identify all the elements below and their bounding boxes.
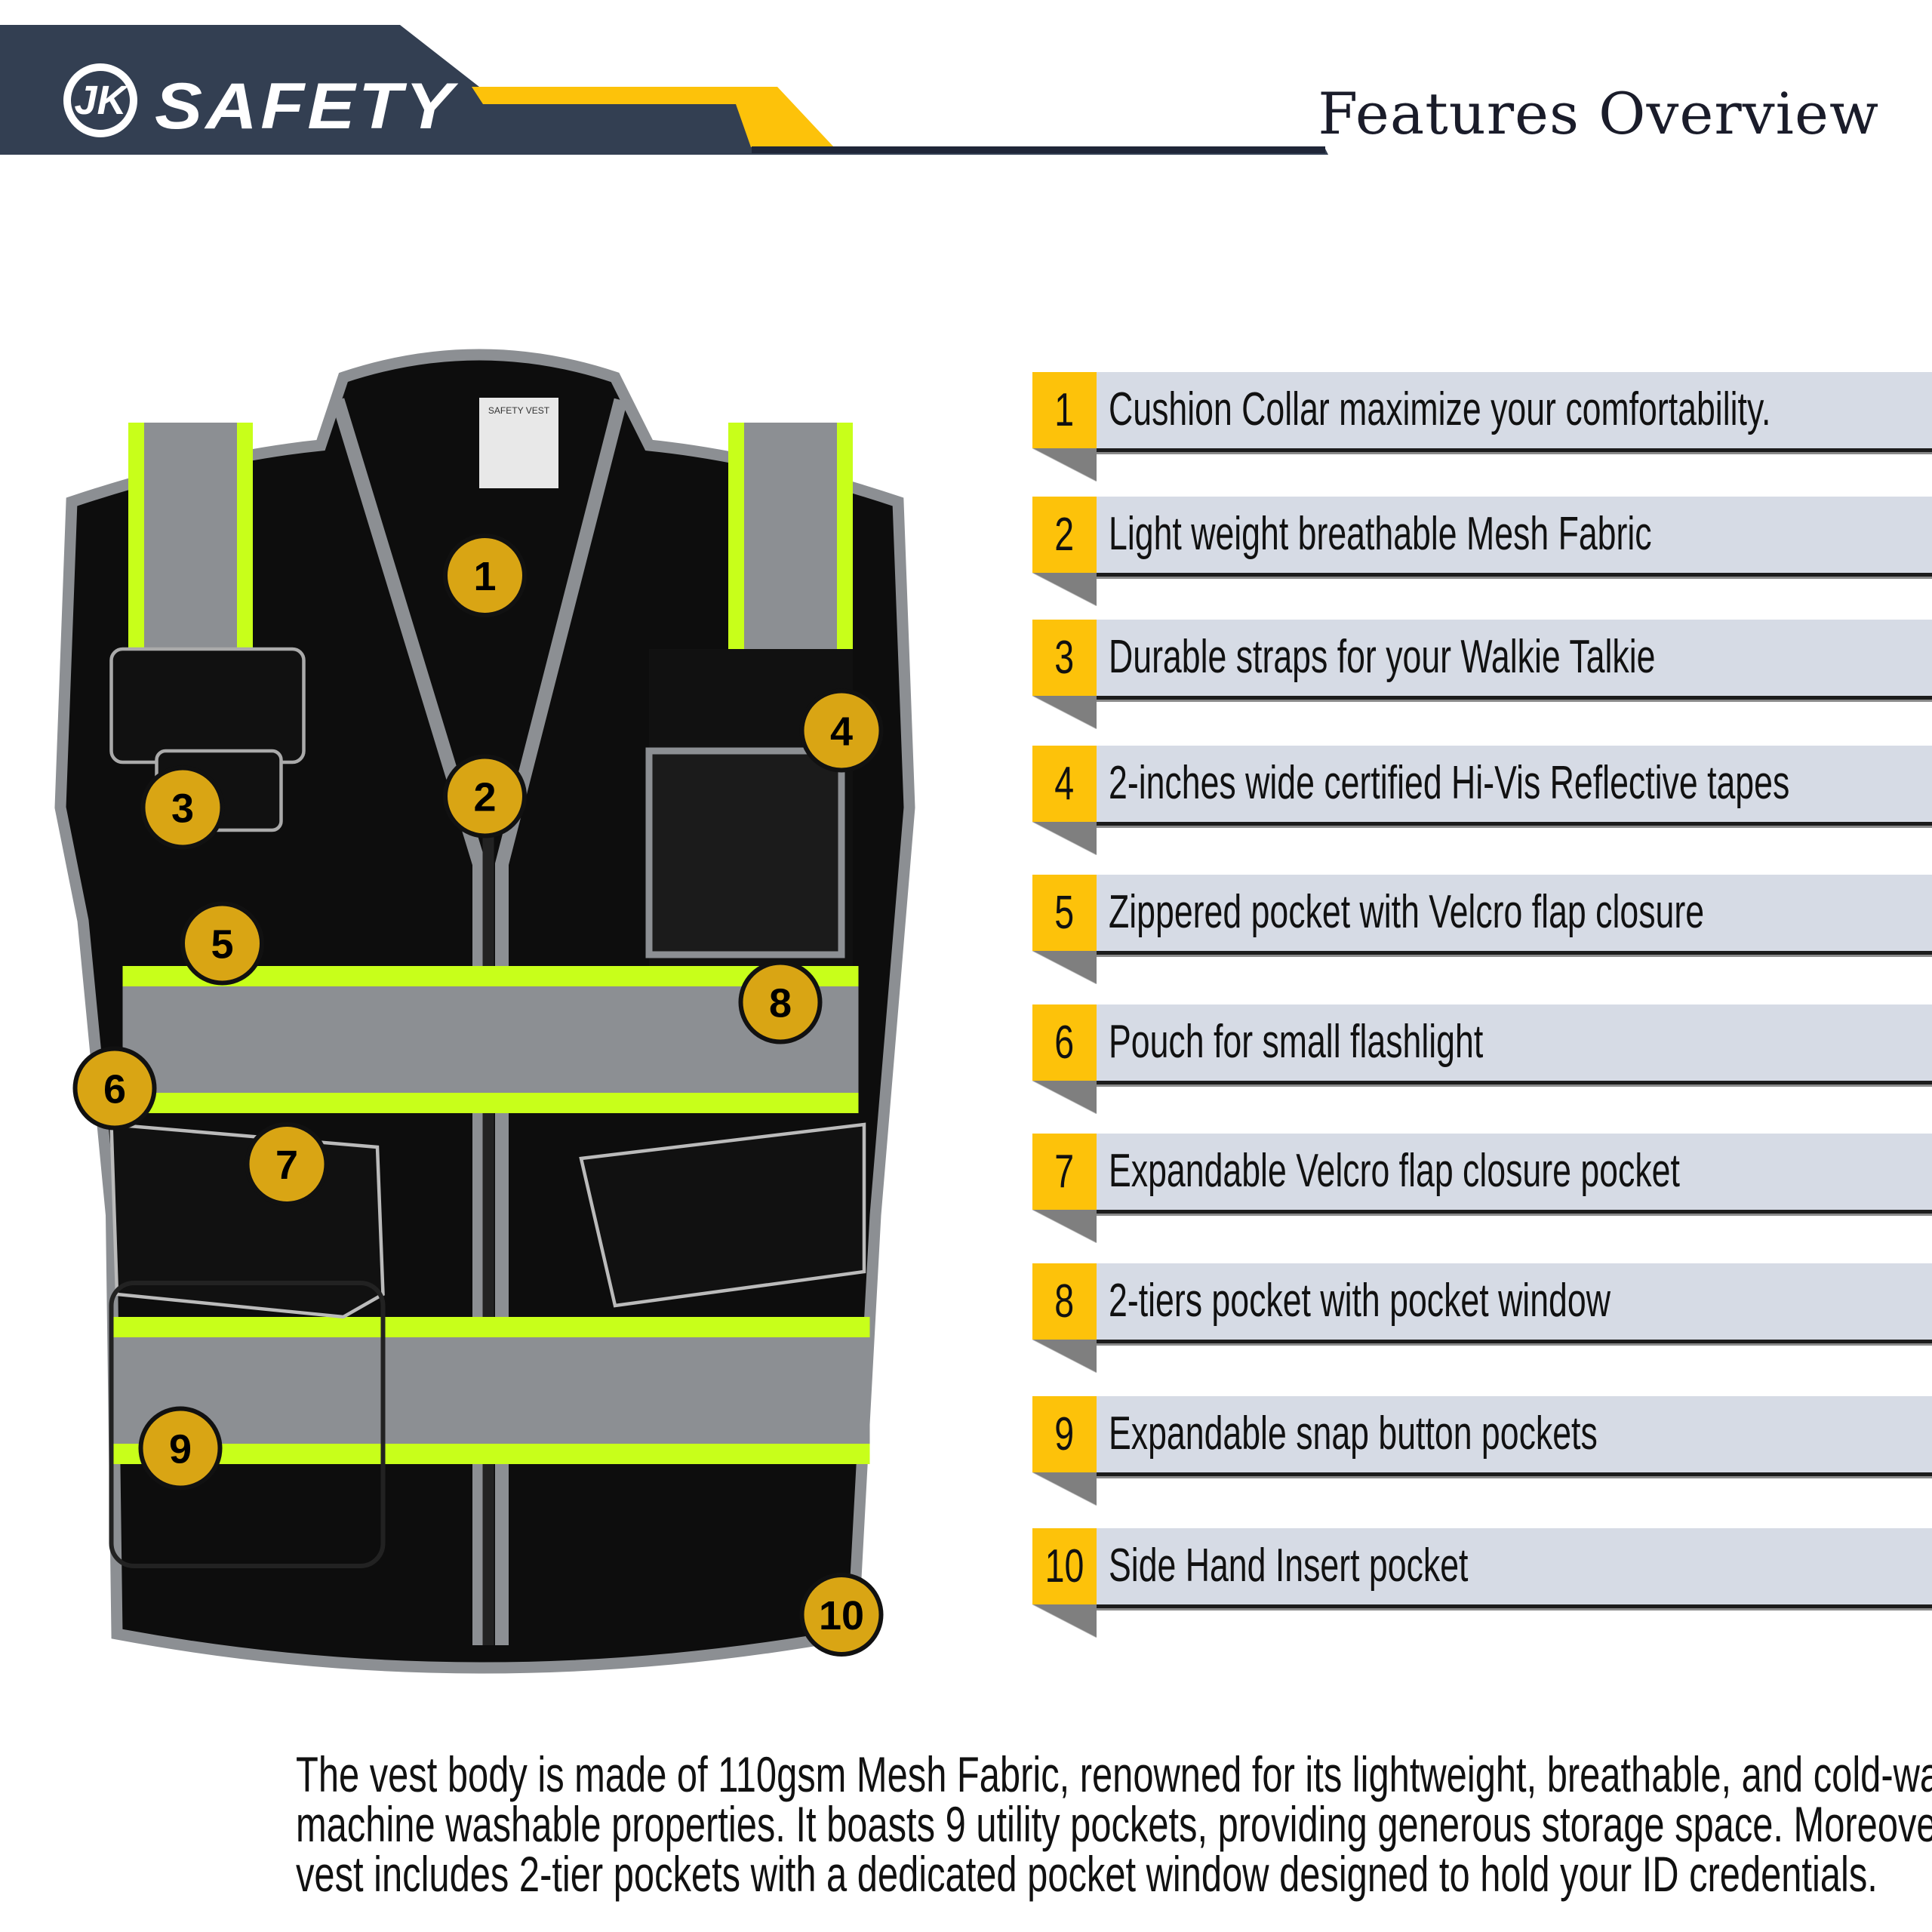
callout-marker: 3 xyxy=(140,765,225,850)
feature-bar xyxy=(1097,1134,1932,1210)
feature-row: 7 Expandable Velcro flap closure pocket xyxy=(1032,1134,1932,1254)
ribbon-tail xyxy=(1032,822,1097,855)
feature-number: 8 xyxy=(1032,1263,1097,1340)
callout-marker: 8 xyxy=(738,960,823,1044)
feature-row: 4 2-inches wide certified Hi-Vis Reflect… xyxy=(1032,746,1932,866)
divider xyxy=(1097,822,1932,828)
divider xyxy=(1097,1210,1932,1216)
callout-marker: 4 xyxy=(799,688,884,773)
feature-label: 2-inches wide certified Hi-Vis Reflectiv… xyxy=(1109,757,1790,809)
divider xyxy=(1097,1472,1932,1478)
lower-reflective-band xyxy=(111,1317,870,1464)
feature-bar xyxy=(1097,746,1932,822)
feature-number: 5 xyxy=(1032,875,1097,951)
divider xyxy=(1097,1604,1932,1611)
callout-marker: 9 xyxy=(138,1406,223,1491)
ribbon-tail xyxy=(1032,1472,1097,1506)
callout-marker: 5 xyxy=(180,901,264,986)
ribbon-tail xyxy=(1032,1081,1097,1114)
divider xyxy=(1097,573,1932,579)
feature-number: 1 xyxy=(1032,372,1097,448)
ribbon-tail xyxy=(1032,448,1097,481)
callout-marker: 10 xyxy=(799,1573,884,1657)
divider xyxy=(1097,1081,1932,1087)
feature-row: 3 Durable straps for your Walkie Talkie xyxy=(1032,620,1932,740)
ribbon-tail xyxy=(1032,573,1097,606)
callout-number: 6 xyxy=(103,1067,126,1112)
feature-bar xyxy=(1097,1396,1932,1472)
callout-number: 1 xyxy=(473,554,496,599)
feature-bar xyxy=(1097,497,1932,573)
callout-marker: 6 xyxy=(72,1046,157,1131)
divider xyxy=(1097,1340,1932,1346)
callout-marker: 1 xyxy=(443,534,527,617)
feature-label: 2-tiers pocket with pocket window xyxy=(1109,1275,1611,1327)
feature-row: 8 2-tiers pocket with pocket window xyxy=(1032,1263,1932,1384)
callout-number: 8 xyxy=(769,981,792,1026)
feature-row: 2 Light weight breathable Mesh Fabric xyxy=(1032,497,1932,617)
feature-bar xyxy=(1097,875,1932,951)
feature-bar xyxy=(1097,1004,1932,1081)
callout-marker: 2 xyxy=(443,754,527,838)
callout-number: 4 xyxy=(830,709,853,755)
feature-number: 6 xyxy=(1032,1004,1097,1081)
feature-label: Durable straps for your Walkie Talkie xyxy=(1109,631,1656,683)
description: The vest body is made of 110gsm Mesh Fab… xyxy=(60,1746,1932,1902)
feature-row: 9 Expandable snap button pockets xyxy=(1032,1396,1932,1517)
feature-number: 3 xyxy=(1032,620,1097,696)
ribbon-tail xyxy=(1032,1604,1097,1638)
description-line: machine washable properties. It boasts 9… xyxy=(296,1796,1932,1852)
feature-row: 10 Side Hand Insert pocket xyxy=(1032,1528,1932,1649)
feature-bar xyxy=(1097,1263,1932,1340)
feature-label: Light weight breathable Mesh Fabric xyxy=(1109,508,1652,560)
label-tag-text: SAFETY VEST xyxy=(488,405,550,416)
feature-bar xyxy=(1097,372,1932,448)
feature-row: 1 Cushion Collar maximize your comfortab… xyxy=(1032,372,1932,493)
callout-number: 9 xyxy=(169,1427,192,1472)
callout-number: 2 xyxy=(473,775,496,820)
feature-label: Expandable snap button pockets xyxy=(1109,1407,1598,1460)
chest-reflective-band xyxy=(122,966,859,1113)
ribbon-tail xyxy=(1032,1210,1097,1243)
ribbon-tail xyxy=(1032,1340,1097,1373)
divider xyxy=(1097,951,1932,957)
description-line: The vest body is made of 110gsm Mesh Fab… xyxy=(296,1746,1932,1802)
divider xyxy=(1097,448,1932,454)
feature-number: 10 xyxy=(1032,1528,1097,1604)
feature-bar xyxy=(1097,620,1932,696)
divider xyxy=(1097,696,1932,702)
feature-row: 5 Zippered pocket with Velcro flap closu… xyxy=(1032,875,1932,995)
vest-illustration: SAFETY VEST 1 2 3 4 5 6 7 8 9 10 xyxy=(54,349,915,1674)
callout-number: 5 xyxy=(211,922,233,968)
feature-number: 7 xyxy=(1032,1134,1097,1210)
feature-label: Expandable Velcro flap closure pocket xyxy=(1109,1145,1680,1197)
feature-label: Zippered pocket with Velcro flap closure xyxy=(1109,886,1705,938)
feature-number: 2 xyxy=(1032,497,1097,573)
header-banner xyxy=(0,25,1328,155)
feature-label: Pouch for small flashlight xyxy=(1109,1016,1484,1068)
callout-number: 10 xyxy=(819,1593,864,1638)
page-title: Features Overview xyxy=(1318,80,1879,147)
logo-icon: JK xyxy=(63,63,137,137)
feature-number: 4 xyxy=(1032,746,1097,822)
callout-marker: 7 xyxy=(245,1122,329,1206)
callout-number: 7 xyxy=(275,1143,298,1188)
ribbon-tail xyxy=(1032,696,1097,729)
id-window xyxy=(645,747,845,958)
feature-label: Cushion Collar maximize your comfortabil… xyxy=(1109,383,1771,435)
feature-bar xyxy=(1097,1528,1932,1604)
ribbon-tail xyxy=(1032,951,1097,984)
logo-text: SAFETY xyxy=(155,70,457,143)
callout-number: 3 xyxy=(171,786,194,832)
feature-label: Side Hand Insert pocket xyxy=(1109,1540,1469,1592)
feature-row: 6 Pouch for small flashlight xyxy=(1032,1004,1932,1125)
label-tag xyxy=(479,398,558,488)
feature-number: 9 xyxy=(1032,1396,1097,1472)
description-line: vest includes 2-tier pockets with a dedi… xyxy=(296,1846,1878,1902)
